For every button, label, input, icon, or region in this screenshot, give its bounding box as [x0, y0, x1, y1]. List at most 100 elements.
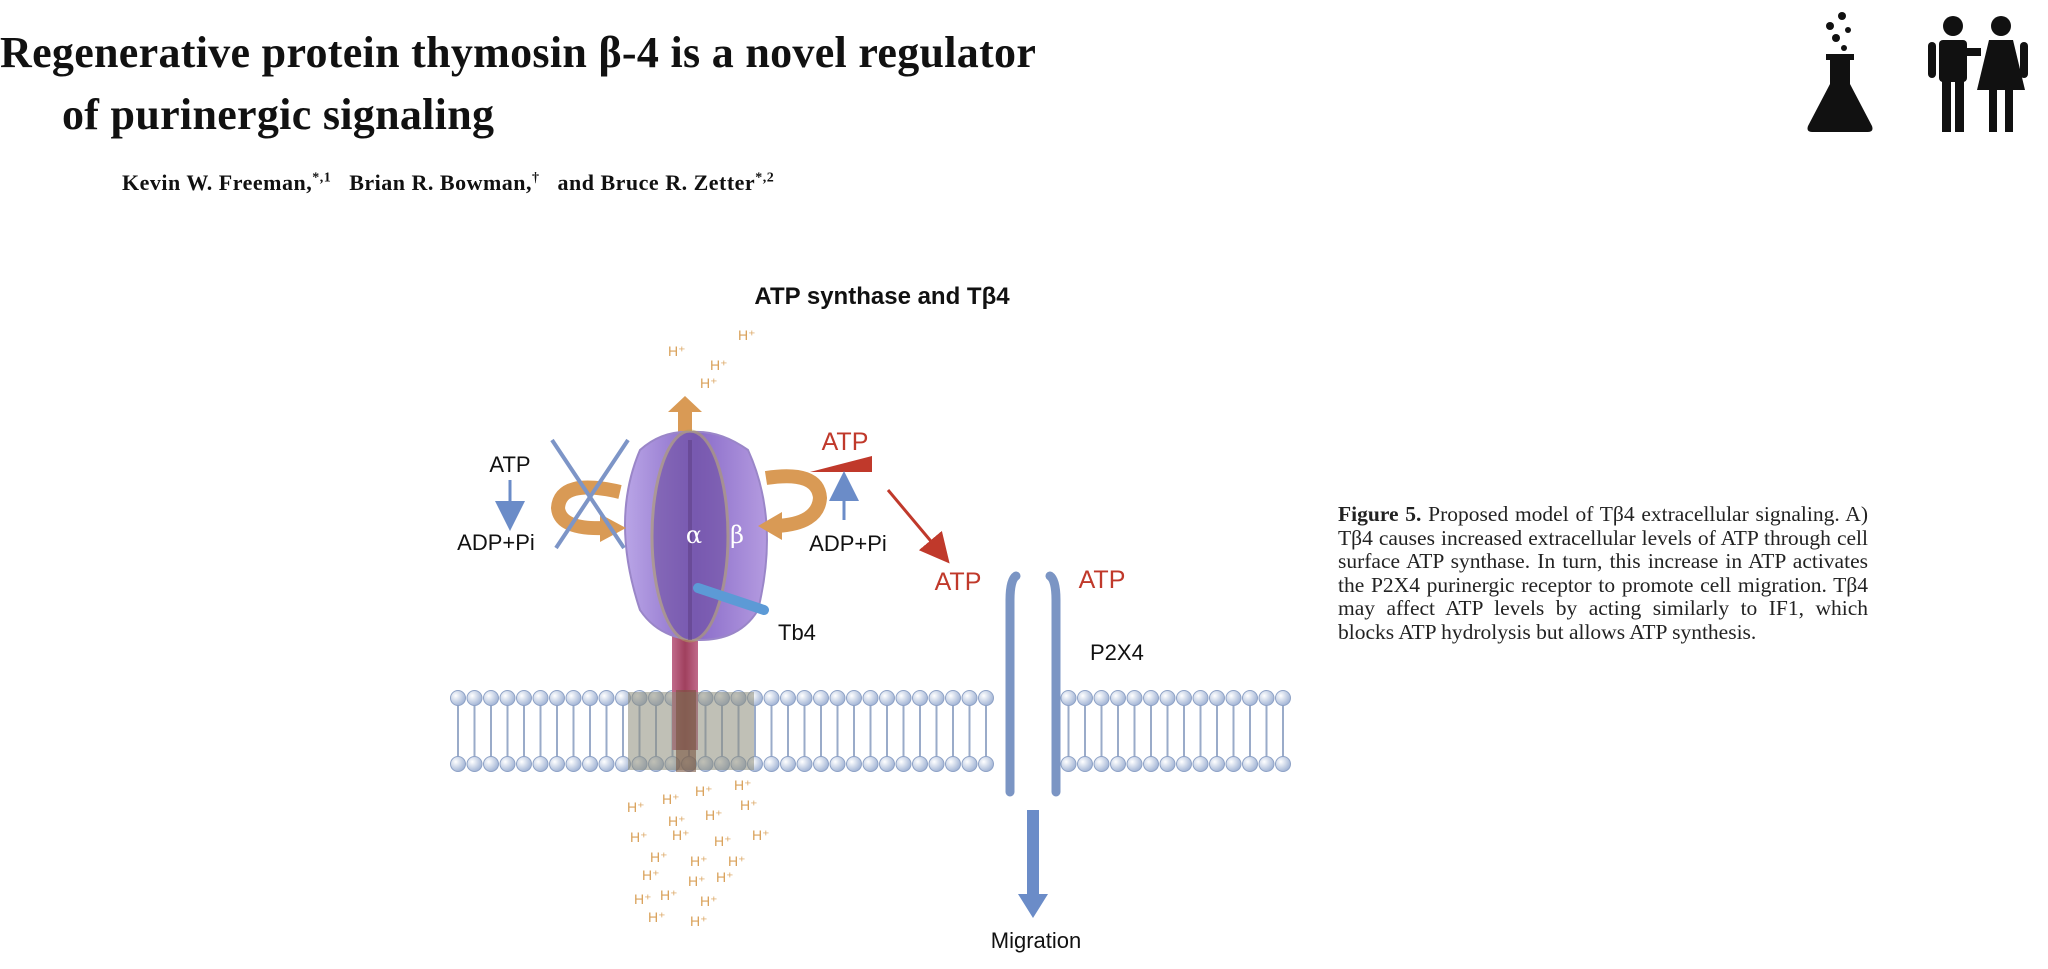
lipid-head — [499, 690, 516, 706]
adp-right-label: ADP+Pi — [809, 531, 887, 556]
proton-label: H⁺ — [740, 797, 758, 813]
lipid-head — [1192, 690, 1209, 706]
lipid-head — [1143, 690, 1159, 706]
lipid-head — [532, 756, 549, 772]
lipid-head — [862, 690, 879, 706]
proton-label: H⁺ — [688, 873, 706, 889]
proton-label: H⁺ — [668, 343, 686, 359]
beta-label: β — [730, 521, 744, 549]
proton-exit-arrow — [668, 396, 702, 440]
proton-label: H⁺ — [662, 791, 680, 807]
author-list: Kevin W. Freeman,*,1 Brian R. Bowman,† a… — [122, 170, 786, 196]
proton-label: H⁺ — [648, 909, 666, 925]
migration-arrow — [1018, 810, 1048, 918]
lipid-head — [912, 756, 928, 772]
proton-label: H⁺ — [752, 827, 770, 843]
proton-label: H⁺ — [668, 813, 686, 829]
adp-left-label: ADP+Pi — [457, 530, 535, 555]
lipid-head — [978, 756, 994, 772]
lipid-head — [1060, 690, 1077, 706]
lipid-head — [1225, 690, 1242, 706]
lipid-head — [1225, 756, 1242, 772]
lipid-head — [763, 690, 780, 706]
lipid-head — [466, 756, 483, 772]
lipid-head — [1159, 690, 1176, 706]
lipid-head — [582, 690, 598, 706]
lipid-head — [1126, 756, 1143, 772]
proton-label: H⁺ — [728, 853, 746, 869]
hydrolysis-blocked-arrow — [550, 438, 630, 550]
lipid-head — [862, 756, 879, 772]
lipid-head — [945, 756, 961, 772]
lipid-head — [598, 690, 615, 706]
lipid-head — [1275, 756, 1291, 772]
lipid-head — [813, 756, 829, 772]
couple-icon — [1928, 16, 2028, 132]
lipid-head — [1242, 690, 1258, 706]
paper-title: Regenerative protein thymosin β-4 is a n… — [0, 22, 1036, 146]
lipid-head — [928, 690, 945, 706]
lipid-head — [1176, 690, 1192, 706]
figure-title: ATP synthase and Tβ4 — [754, 283, 1010, 310]
author-1: Kevin W. Freeman,*,1 — [122, 170, 332, 195]
lipid-head — [483, 756, 499, 772]
lipid-head — [1176, 756, 1192, 772]
protons-extracellular: H⁺ H⁺ H⁺ H⁺ — [668, 327, 756, 391]
synthesis-rotation-arrow — [758, 469, 828, 540]
figure-caption: Figure 5. Proposed model of Tβ4 extracel… — [1338, 502, 1868, 644]
lipid-head — [796, 690, 813, 706]
proton-label: H⁺ — [695, 783, 713, 799]
lipid-head — [928, 756, 945, 772]
proton-label: H⁺ — [700, 375, 718, 391]
protons-intracellular: H⁺H⁺H⁺H⁺H⁺H⁺H⁺H⁺H⁺H⁺H⁺H⁺H⁺H⁺H⁺H⁺H⁺H⁺H⁺H⁺… — [627, 777, 770, 929]
lipid-head — [1192, 756, 1209, 772]
lipid-head — [846, 756, 862, 772]
caption-text: Proposed model of Tβ4 extracellular sign… — [1338, 502, 1868, 644]
proton-label: H⁺ — [710, 357, 728, 373]
lipid-head — [978, 690, 994, 706]
proton-label: H⁺ — [630, 829, 648, 845]
lipid-head — [1093, 690, 1110, 706]
atp-gradient-wedge — [810, 456, 872, 472]
lipid-head — [829, 690, 846, 706]
lipid-head — [450, 756, 466, 772]
lipid-head — [1209, 756, 1225, 772]
flask-icon — [1807, 12, 1873, 132]
lipid-head — [1242, 756, 1258, 772]
lipid-head — [565, 690, 582, 706]
lipid-head — [516, 690, 532, 706]
proton-label: H⁺ — [650, 849, 668, 865]
proton-label: H⁺ — [690, 913, 708, 929]
atp-release-arrow — [886, 489, 950, 564]
proton-label: H⁺ — [627, 799, 645, 815]
lipid-head — [1209, 690, 1225, 706]
lipid-head — [780, 690, 796, 706]
title-line-1: Regenerative protein thymosin β-4 is a n… — [0, 28, 1037, 77]
proton-label: H⁺ — [642, 867, 660, 883]
lipid-head — [532, 690, 549, 706]
proton-label: H⁺ — [690, 853, 708, 869]
title-line-2: of purinergic signaling — [62, 90, 495, 139]
lipid-head — [780, 756, 796, 772]
lipid-head — [763, 756, 780, 772]
lipid-head — [598, 756, 615, 772]
lipid-head — [945, 690, 961, 706]
proton-label: H⁺ — [734, 777, 752, 793]
lipid-head — [961, 756, 978, 772]
lipid-head — [1143, 756, 1159, 772]
proton-label: H⁺ — [738, 327, 756, 343]
lipid-head — [879, 690, 895, 706]
proton-label: H⁺ — [634, 891, 652, 907]
lipid-head — [829, 756, 846, 772]
proton-label: H⁺ — [660, 887, 678, 903]
p2x4-channel-left — [1005, 571, 1021, 797]
lipid-head — [582, 756, 598, 772]
atp-right-label: ATP — [822, 428, 869, 456]
lipid-head — [895, 690, 912, 706]
lipid-head — [499, 756, 516, 772]
lipid-head — [466, 690, 483, 706]
p2x4-channel-right — [1045, 571, 1061, 797]
lipid-head — [1159, 756, 1176, 772]
lipid-head — [813, 690, 829, 706]
